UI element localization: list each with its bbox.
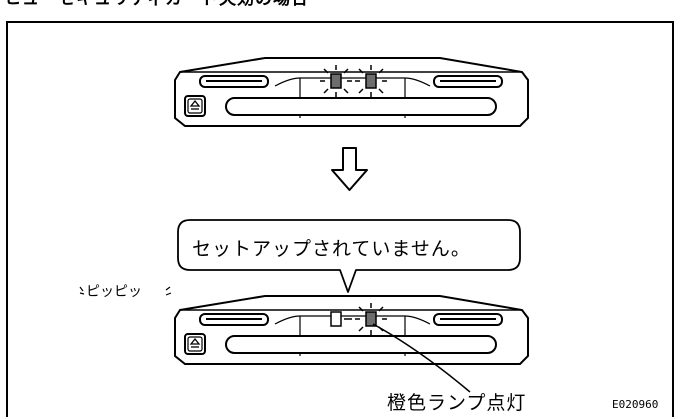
beep-marks: [79, 286, 172, 296]
down-arrow-icon: [331, 147, 368, 191]
lamp-left-blinking: [319, 64, 353, 98]
eject-icon: [184, 95, 206, 117]
lamp-left-off: [330, 311, 352, 327]
device-bottom: [174, 295, 529, 365]
bubble-message: セットアップされていません。: [192, 238, 471, 260]
beep-sound-label: ピッピッ: [86, 284, 142, 300]
lamp-status-label: 橙色ランプ点灯: [387, 392, 527, 414]
leader-line: [372, 323, 471, 393]
figure-code: E020960: [612, 398, 659, 411]
section-title-cropped: ヒューセキュリティカード失効の場合: [4, 0, 309, 8]
lamp-right-blinking: [354, 64, 388, 98]
speech-bubble: [177, 219, 521, 293]
diagram-frame: [6, 21, 674, 417]
lamp-right-on: [354, 302, 388, 336]
device-top: [174, 57, 529, 127]
